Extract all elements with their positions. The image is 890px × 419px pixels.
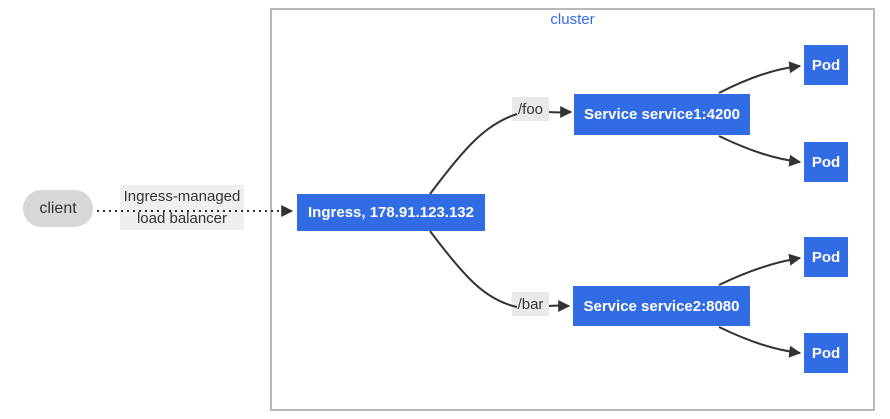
service2-node: Service service2:8080 bbox=[573, 286, 750, 326]
ingress-label: Ingress, 178.91.123.132 bbox=[308, 204, 474, 221]
pod-node: Pod bbox=[804, 142, 848, 182]
route-bar-text: /bar bbox=[517, 295, 544, 313]
pod-label: Pod bbox=[811, 153, 841, 171]
load-balancer-label-line2: load balancer bbox=[136, 209, 228, 227]
pod-node: Pod bbox=[804, 333, 848, 373]
client-node: client bbox=[23, 190, 93, 227]
route-foo-text: /foo bbox=[517, 100, 544, 118]
pod-label: Pod bbox=[811, 344, 841, 362]
service2-label: Service service2:8080 bbox=[583, 297, 740, 315]
pod-label: Pod bbox=[811, 56, 841, 74]
load-balancer-label-line1: Ingress-managed bbox=[123, 187, 241, 205]
ingress-node: Ingress, 178.91.123.132 bbox=[297, 194, 485, 231]
service1-node: Service service1:4200 bbox=[574, 94, 750, 135]
client-label: client bbox=[39, 199, 77, 217]
load-balancer-edge-label: Ingress-managed load balancer bbox=[120, 185, 244, 230]
pod-node: Pod bbox=[804, 45, 848, 85]
pod-label: Pod bbox=[811, 248, 841, 266]
pod-node: Pod bbox=[804, 237, 848, 277]
route-label-bar: /bar bbox=[512, 292, 549, 316]
route-label-foo: /foo bbox=[512, 97, 549, 121]
service1-label: Service service1:4200 bbox=[584, 106, 740, 123]
cluster-label: cluster bbox=[550, 11, 595, 28]
